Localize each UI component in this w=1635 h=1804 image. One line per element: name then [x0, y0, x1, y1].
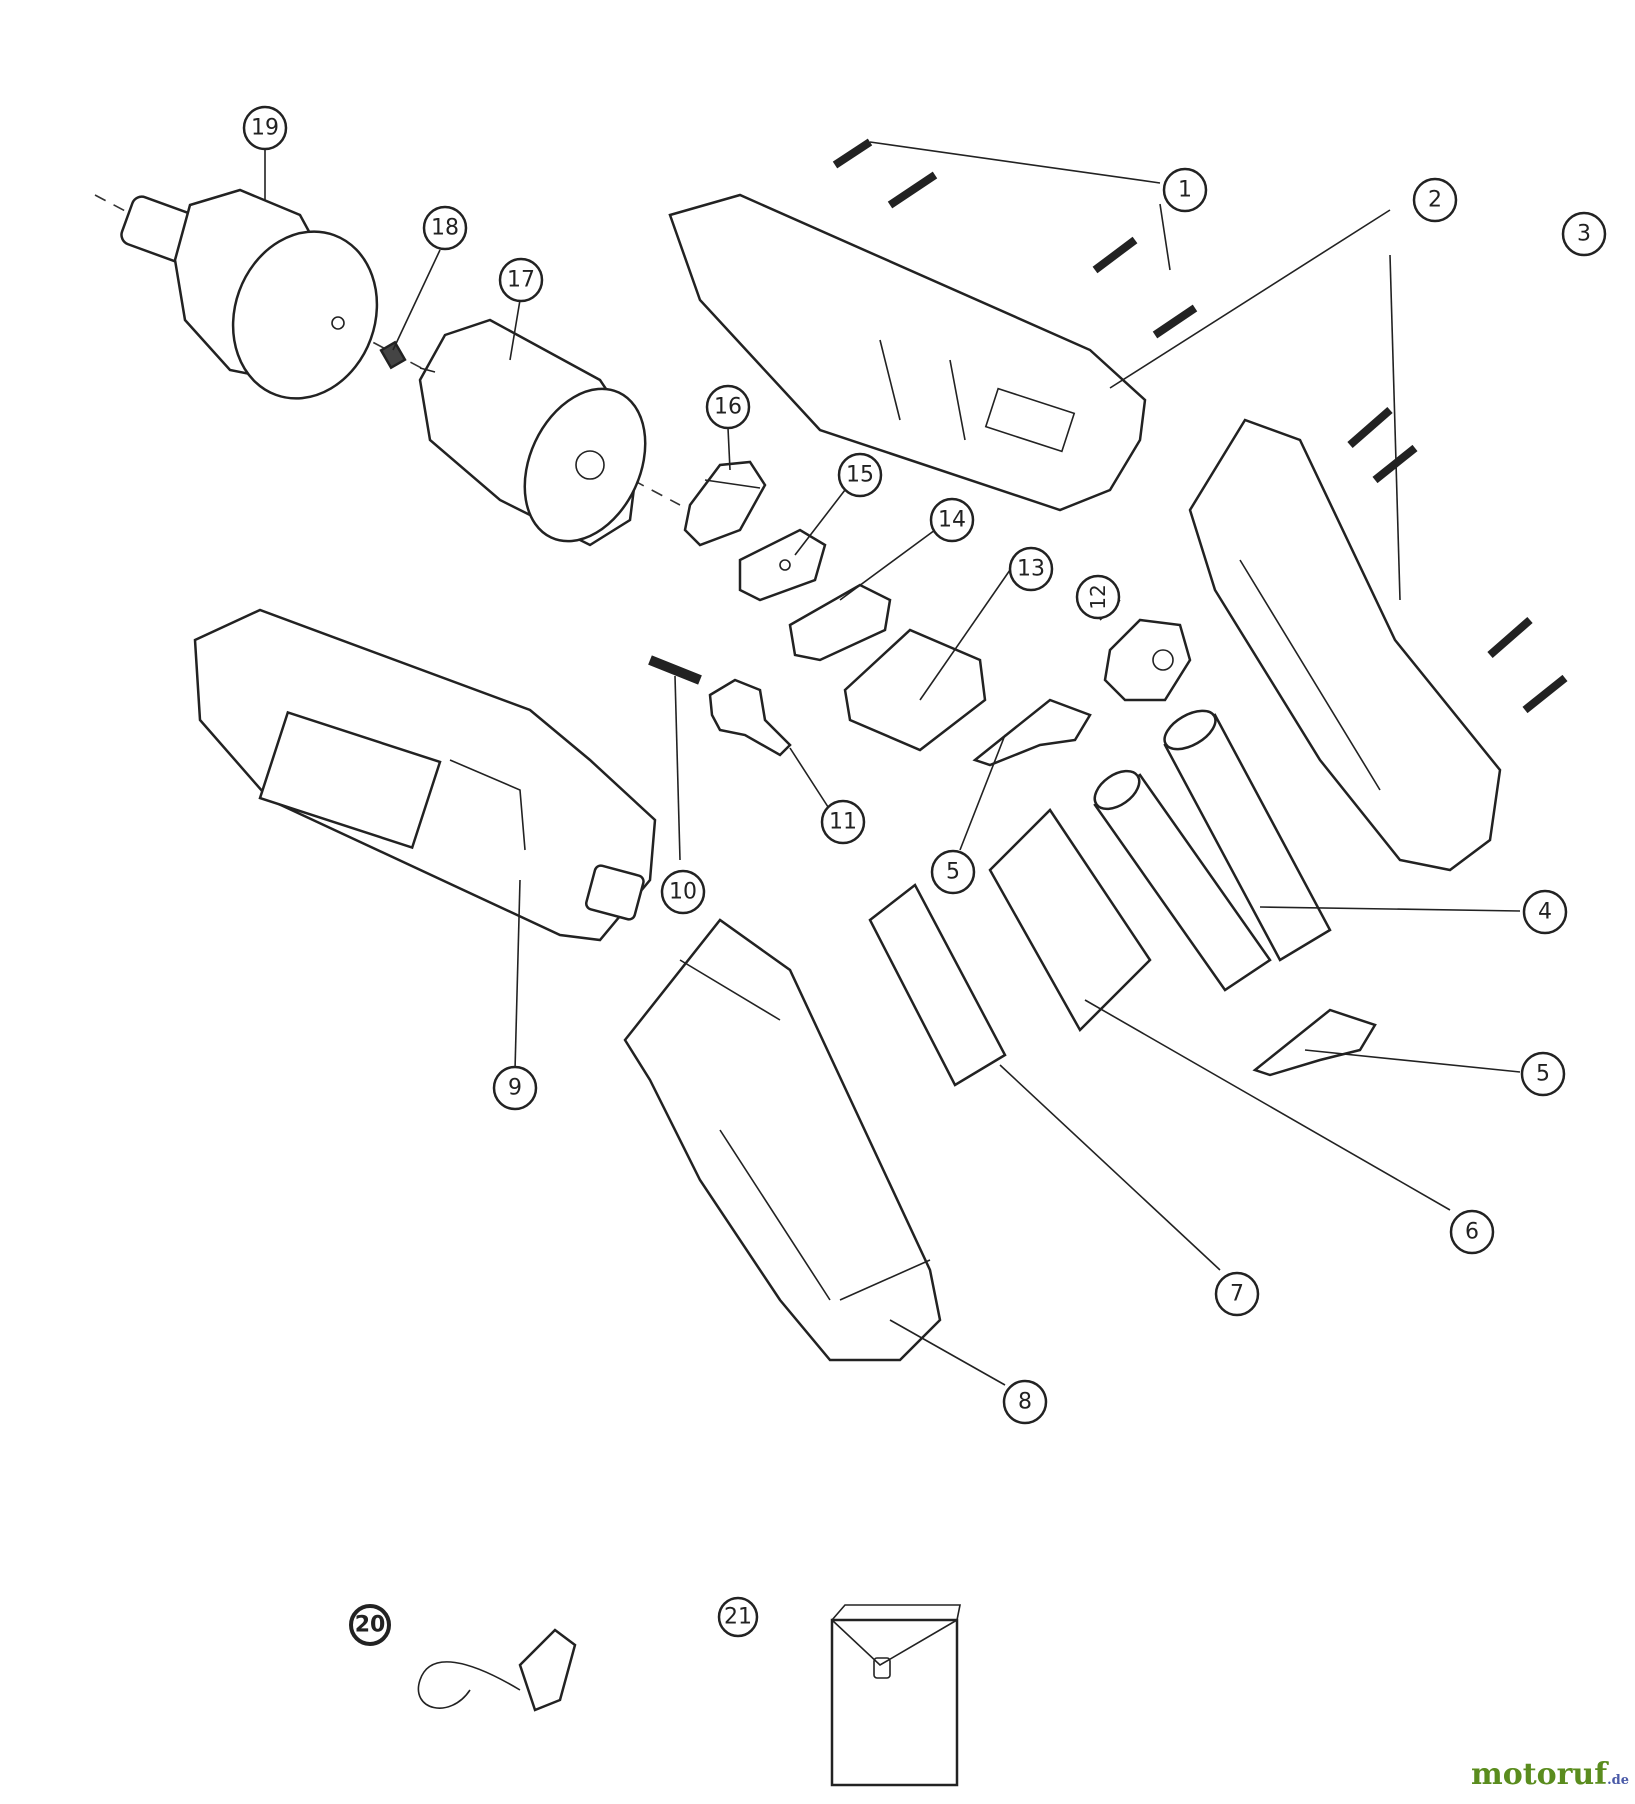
- callout-15: 15: [837, 452, 883, 498]
- callout-4: 4: [1522, 889, 1568, 935]
- callout-label-11: 11: [829, 810, 857, 835]
- front-housing-part: [193, 608, 657, 942]
- callout-label-5-upper: 5: [946, 860, 960, 885]
- callout-9: 9: [492, 1065, 538, 1111]
- callout-label-4: 4: [1538, 900, 1552, 925]
- handle-part: [623, 918, 942, 1362]
- callout-label-6: 6: [1465, 1220, 1479, 1245]
- callout-5-lower: 5: [1520, 1051, 1566, 1097]
- contact-tab-upper-part: [972, 698, 1092, 767]
- callout-label-18: 18: [431, 216, 459, 241]
- callout-2: 2: [1412, 177, 1458, 223]
- small-spring-part: [379, 340, 407, 370]
- callout-label-5-lower: 5: [1536, 1062, 1550, 1087]
- spring-part: [648, 655, 702, 685]
- callout-label-9: 9: [508, 1076, 522, 1101]
- callout-label-7: 7: [1230, 1282, 1244, 1307]
- callout-16: 16: [705, 384, 751, 430]
- contact-plate-part: [738, 528, 827, 602]
- callout-label-10: 10: [669, 880, 697, 905]
- callout-20: 20: [349, 1604, 391, 1646]
- callout-label-20: 20: [355, 1613, 386, 1638]
- screw-set-side: [1347, 406, 1568, 714]
- leader-lines: [264, 141, 1521, 1386]
- watermark-tld-text: .de: [1607, 1773, 1629, 1788]
- callout-label-2: 2: [1428, 188, 1442, 213]
- label-sheet-part: [988, 808, 1152, 1033]
- side-housing-half-part: [1188, 418, 1502, 872]
- callout-13: 13: [1008, 546, 1054, 592]
- charger-part: [417, 1628, 577, 1712]
- battery-cells-part: [1093, 709, 1332, 992]
- callout-label-21: 21: [724, 1605, 752, 1630]
- callout-19: 19: [242, 105, 288, 151]
- callout-12: 12: [1075, 574, 1121, 620]
- callout-17: 17: [498, 257, 544, 303]
- contact-tab-lower-part: [1252, 1008, 1377, 1077]
- callout-21: 21: [717, 1596, 759, 1638]
- callout-label-12: 12: [1086, 584, 1110, 609]
- motor-part: [418, 318, 647, 547]
- switch-housing-part: [843, 628, 987, 752]
- callout-8: 8: [1002, 1379, 1048, 1425]
- latch-part: [1103, 618, 1192, 702]
- callout-6: 6: [1449, 1209, 1495, 1255]
- callout-label-1: 1: [1178, 178, 1192, 203]
- contact-block-part: [788, 583, 892, 662]
- callout-label-15: 15: [846, 463, 874, 488]
- watermark-main-text: motoruf: [1470, 1757, 1608, 1792]
- callout-label-16: 16: [714, 395, 742, 420]
- callout-label-3: 3: [1577, 222, 1591, 247]
- watermark-logo: motoruf.de: [1471, 1757, 1629, 1792]
- switch-lever-part: [708, 678, 792, 757]
- carry-bag-part: [830, 1604, 961, 1787]
- screw-set-top: [832, 138, 1198, 339]
- callout-10: 10: [660, 869, 706, 915]
- callout-11: 11: [820, 799, 866, 845]
- callout-18: 18: [422, 205, 468, 251]
- callout-label-19: 19: [251, 116, 279, 141]
- gearbox-part: [120, 188, 379, 400]
- callout-1: 1: [1162, 167, 1208, 213]
- label-strip-part: [868, 883, 1007, 1087]
- callout-label-8: 8: [1018, 1390, 1032, 1415]
- top-housing-half-part: [668, 193, 1147, 512]
- callout-3: 3: [1561, 211, 1607, 257]
- callout-5-upper: 5: [930, 849, 976, 895]
- switch-knob-part: [683, 460, 767, 547]
- callout-7: 7: [1214, 1271, 1260, 1317]
- callout-label-17: 17: [507, 268, 535, 293]
- callout-label-14: 14: [938, 508, 966, 533]
- callout-label-13: 13: [1017, 557, 1045, 582]
- callout-14: 14: [929, 497, 975, 543]
